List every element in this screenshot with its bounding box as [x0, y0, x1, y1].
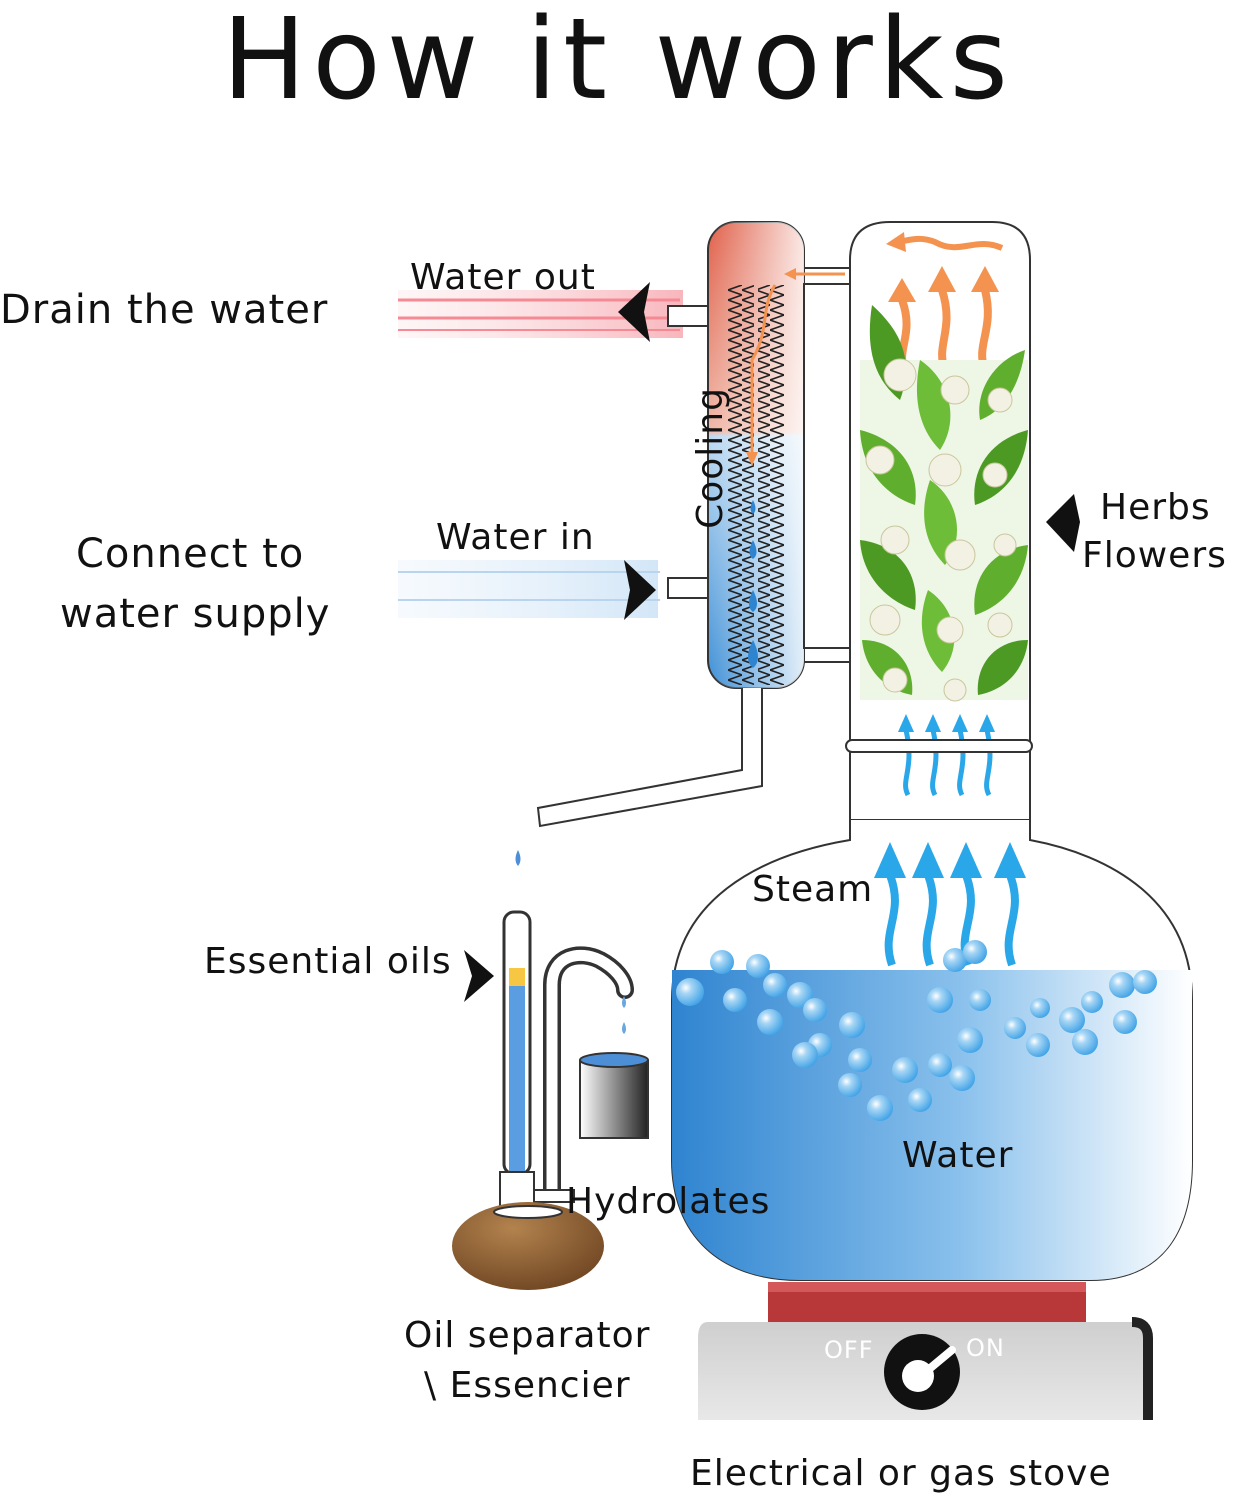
drip-drop: [515, 850, 521, 866]
stove-off-label: OFF: [824, 1336, 874, 1364]
water-out-label: Water out: [410, 257, 596, 298]
water-out-arrow-icon: [618, 282, 650, 342]
condenser: [707, 221, 805, 689]
water-in-arrow-icon: [624, 560, 656, 620]
stove-on-label: ON: [966, 1334, 1005, 1362]
water-label: Water: [902, 1135, 1014, 1176]
hydrolate-cup: [579, 1060, 649, 1139]
inlet-pipe: [398, 560, 711, 620]
column-clamp: [845, 739, 1033, 753]
herbs-label: Herbs: [1100, 487, 1211, 528]
drain-label: Drain the water: [0, 287, 329, 333]
steam-label: Steam: [752, 869, 874, 910]
essential-oils-label: Essential oils: [204, 941, 452, 982]
water-in-label: Water in: [436, 517, 595, 558]
page-title: How it works: [222, 0, 1014, 125]
cooling-label: Cooling: [689, 387, 731, 529]
boiling-flask: [671, 820, 1193, 1281]
separator-label-line2: \ Essencier: [424, 1365, 631, 1406]
flask-water: [672, 970, 1192, 1280]
cooling-drops: [748, 500, 758, 668]
water-bubbles: [676, 940, 1157, 1121]
oil-separator: [452, 850, 649, 1290]
outlet-tube: [536, 688, 763, 828]
flowers-label: Flowers: [1082, 535, 1227, 576]
herbs-leaves: [860, 305, 1028, 702]
connect-label-line1: Connect to: [76, 531, 305, 577]
herbs-pointer-icon: [1046, 494, 1080, 552]
essential-oils-pointer-icon: [464, 950, 494, 1002]
stove: [698, 1282, 1153, 1420]
hydrolates-label: Hydrolates: [566, 1181, 771, 1222]
connect-label-line2: water supply: [60, 591, 331, 637]
separator-label-line1: Oil separator: [404, 1315, 651, 1356]
herb-column: [845, 221, 1033, 821]
stove-label: Electrical or gas stove: [690, 1453, 1112, 1494]
